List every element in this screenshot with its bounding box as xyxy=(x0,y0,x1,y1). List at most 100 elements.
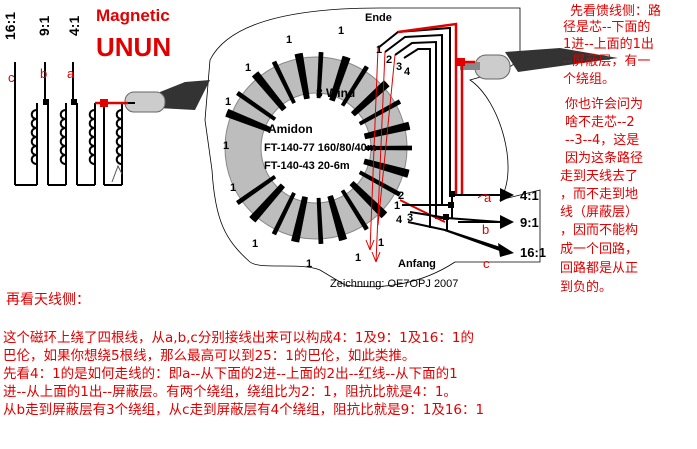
winding-turn xyxy=(299,52,310,99)
coax-left xyxy=(124,80,210,113)
left-schematic xyxy=(14,62,135,186)
out-ratio-4-1: 4:1 xyxy=(520,188,539,203)
right-block-2-line-5: 走到天线去了 xyxy=(560,169,639,184)
winding-turn xyxy=(352,84,390,117)
core-spec-2: FT-140-43 20-6m xyxy=(264,160,350,172)
right-block-2-line-6: ，而不走到地 xyxy=(560,187,639,202)
winding-turn xyxy=(249,183,283,220)
out-tap-c: c xyxy=(483,256,490,271)
winding-turn xyxy=(349,183,384,219)
bottom-num-2: 2 xyxy=(398,190,405,202)
tap-label-b: b xyxy=(40,66,48,81)
sketch-outline xyxy=(204,7,541,288)
ratio-4-1: 4:1 xyxy=(66,15,82,36)
wire-dots xyxy=(443,191,455,220)
winding-turn xyxy=(227,108,271,130)
out-ratio-16-1: 16:1 xyxy=(520,245,547,260)
winding-turn xyxy=(359,100,402,126)
tap-dot-a xyxy=(71,99,77,105)
ab-red-curve xyxy=(477,194,491,199)
title-line2: UNUN xyxy=(96,32,172,62)
winding-turn xyxy=(363,161,409,178)
right-block-1-line-4: --屏蔽层，有一 xyxy=(563,54,651,69)
coil xyxy=(88,109,96,165)
top-num-2: 2 xyxy=(386,54,393,66)
right-block-1-line-2: 径是芯--下面的 xyxy=(563,20,651,35)
bottom-line-1: 这个磁环上绕了四根线，从a,b,c分别接线出来可以构成4：1及9：1及16：1的 xyxy=(3,330,474,346)
right-block-2-line-11: 到负的。 xyxy=(560,280,613,295)
right-block-2-line-10: 回路都是从正 xyxy=(560,261,639,276)
tap-label-c: c xyxy=(8,70,15,85)
right-block-1-line-1: 先看馈线侧：路 xyxy=(570,4,662,19)
ring-one-7: 1 xyxy=(252,238,259,250)
out-tap-a: a xyxy=(484,190,492,205)
ratio-9-1: 9:1 xyxy=(36,15,52,36)
winding-turn xyxy=(235,175,276,204)
winding-turn xyxy=(327,195,343,242)
winding-turn xyxy=(255,71,287,110)
top-num-4: 4 xyxy=(404,66,411,78)
red-arrowheads xyxy=(365,239,381,263)
title-line1: Magnetic xyxy=(96,6,170,25)
winding-turn xyxy=(316,197,322,244)
right-block-1-line-5: 个绕组。 xyxy=(563,72,616,87)
winding-turn xyxy=(237,90,277,121)
ring-one-2: 1 xyxy=(286,34,293,46)
right-block-2-line-2: 啥不走芯--2 xyxy=(565,115,635,130)
ring-one-3: 1 xyxy=(245,62,252,74)
bottom-line-5: 从b走到屏蔽层有3个绕组，从c走到屏蔽层有4个绕组，阻抗比就是9：1及16：1 xyxy=(3,402,485,418)
credit: Zeichnung: OE7OPJ 2007 xyxy=(330,278,459,290)
winding-turn xyxy=(271,192,295,235)
bottom-num-1: 1 xyxy=(394,200,401,212)
right-block-2-line-9: 成一个回路， xyxy=(560,242,639,257)
ratio-16-1: 16:1 xyxy=(2,11,18,40)
right-block-2-line-7: 线（屏蔽层） xyxy=(560,205,639,220)
ende-label: Ende xyxy=(365,12,392,24)
turns-label: 8 Wind xyxy=(316,86,356,100)
bottom-num-4: 4 xyxy=(396,214,403,226)
ring-one-10: 1 xyxy=(378,237,385,249)
ring-one-1: 1 xyxy=(338,25,345,37)
core-brand: Amidon xyxy=(268,122,313,136)
winding-turn xyxy=(317,52,324,99)
winding-turn xyxy=(273,60,296,104)
tap-dot-red xyxy=(100,99,108,107)
right-block-2-line-4: 因为这条路径 xyxy=(565,151,644,166)
right-block-2-line-1: 你也许会问为 xyxy=(565,97,644,112)
red-junction xyxy=(457,58,465,66)
bottom-line-3: 先看4：1的是如何走线的：即a--从下面的2进--上面的2出--红线--从下面的… xyxy=(3,366,458,382)
bottom-heading: 再看天线侧： xyxy=(6,292,90,308)
out-tap-b: b xyxy=(482,222,490,237)
bottom-line-2: 巴伦，如果你想绕5根线，那么最高可以到25：1的巴伦，如此类推。 xyxy=(3,348,416,364)
right-block-2-line-8: ，因而不能构 xyxy=(560,223,639,238)
anfang-label: Anfang xyxy=(398,258,436,270)
right-block-1-line-3: 1进--上面的1出 xyxy=(563,37,654,52)
winding-turn xyxy=(331,57,351,102)
winding-turn xyxy=(291,196,306,242)
core-spec-1: FT-140-77 160/80/40m xyxy=(264,142,377,154)
top-num-1: 1 xyxy=(376,44,383,56)
out-ratio-9-1: 9:1 xyxy=(520,215,539,230)
tap-dot-b xyxy=(43,99,49,105)
right-block-2-line-3: --3--4，这是 xyxy=(565,133,640,148)
ring-one-5: 1 xyxy=(223,140,230,152)
tap-label-a: a xyxy=(67,66,75,81)
winding-turn xyxy=(341,66,369,107)
ring-one-9: 1 xyxy=(355,252,362,264)
cursor-mark xyxy=(111,164,123,183)
winding-turn xyxy=(340,189,368,231)
bottom-num-3: 3 xyxy=(407,212,414,224)
ring-one-6: 1 xyxy=(230,182,237,194)
coil xyxy=(115,109,123,165)
bottom-line-4: 进--从上面的1出--屏蔽层。有两个绕组，绕组比为2：1，阻抗比就是4：1。 xyxy=(3,384,457,400)
toroid-wires xyxy=(369,22,501,263)
output-arrows xyxy=(498,188,514,257)
coil xyxy=(59,109,67,165)
top-num-3: 3 xyxy=(396,61,403,73)
ring-one-4: 1 xyxy=(225,96,232,108)
left-coils xyxy=(30,109,123,165)
ring-one-8: 1 xyxy=(306,258,313,270)
coil xyxy=(30,109,38,165)
coax-right xyxy=(460,48,618,80)
